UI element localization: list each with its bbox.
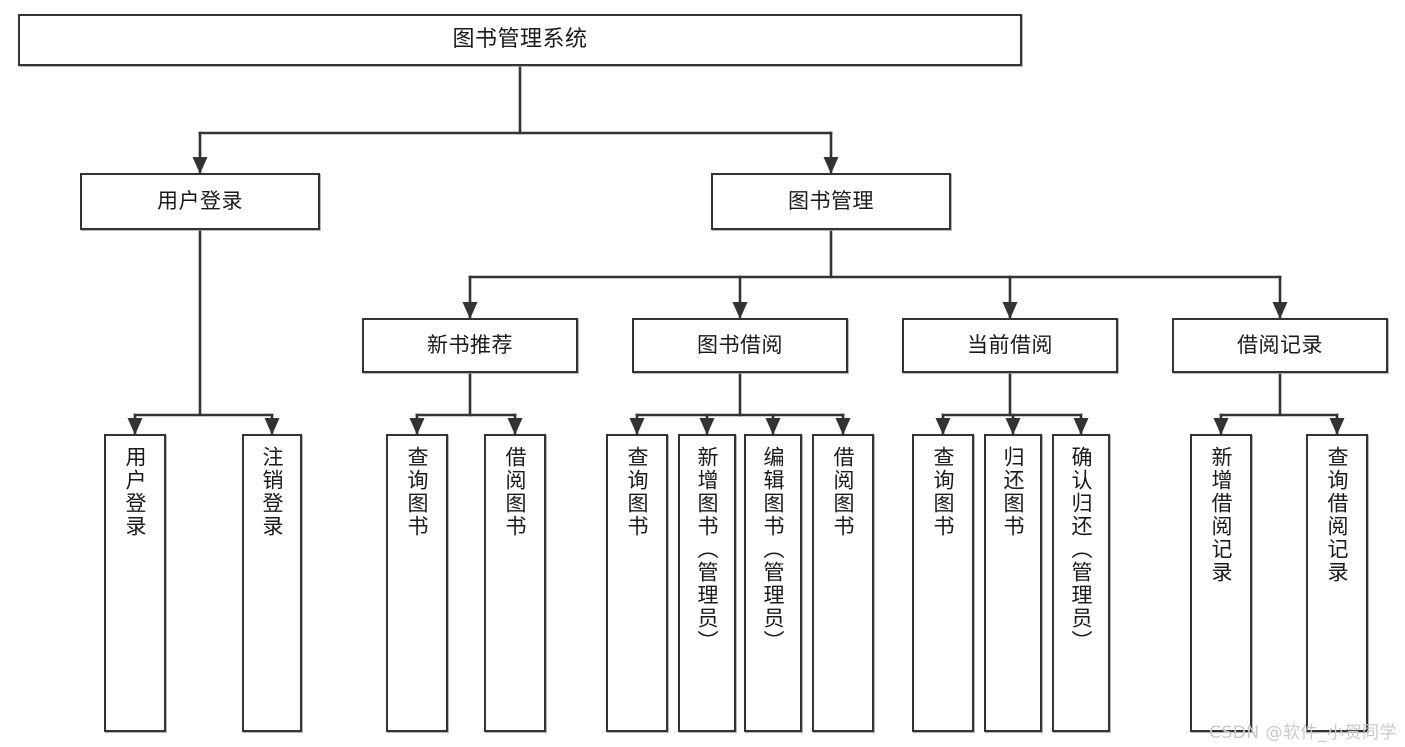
connector-arrowhead bbox=[1329, 418, 1345, 435]
connector-arrowhead bbox=[629, 418, 645, 435]
node-label: 当前借阅 bbox=[967, 333, 1053, 358]
node-label: 新增图书（管理员） bbox=[695, 446, 720, 653]
connector-arrowhead bbox=[127, 418, 143, 435]
node-label: 归还图书 bbox=[1001, 446, 1026, 538]
node-label: 新书推荐 bbox=[427, 333, 513, 358]
node-login[interactable]: 用户登录 bbox=[80, 173, 320, 230]
node-label: 查询图书 bbox=[625, 446, 650, 538]
connector-arrowhead bbox=[1073, 418, 1089, 435]
node-label: 新增借阅记录 bbox=[1209, 446, 1234, 584]
node-leaf-user-logout[interactable]: 注销登录 bbox=[242, 434, 302, 732]
node-label: 确认归还（管理员） bbox=[1069, 446, 1094, 653]
connector-arrowhead bbox=[823, 157, 839, 174]
node-current[interactable]: 当前借阅 bbox=[902, 318, 1118, 373]
node-leaf-rec-add[interactable]: 新增借阅记录 bbox=[1190, 434, 1252, 732]
node-leaf-nb-query[interactable]: 查询图书 bbox=[386, 434, 448, 732]
connector-arrowhead bbox=[935, 418, 951, 435]
node-label: 用户登录 bbox=[157, 189, 243, 214]
connector-arrowhead bbox=[732, 302, 748, 319]
node-leaf-bw-edit[interactable]: 编辑图书（管理员） bbox=[744, 434, 802, 732]
node-label: 图书管理 bbox=[788, 189, 874, 214]
node-label: 查询图书 bbox=[931, 446, 956, 538]
connector-arrowhead bbox=[1272, 302, 1288, 319]
connector-arrowhead bbox=[462, 302, 478, 319]
node-leaf-user-login[interactable]: 用户登录 bbox=[104, 434, 166, 732]
connector-arrowhead bbox=[409, 418, 425, 435]
node-leaf-cur-return[interactable]: 归还图书 bbox=[984, 434, 1042, 732]
connector-arrowhead bbox=[1213, 418, 1229, 435]
node-label: 借阅图书 bbox=[503, 446, 528, 538]
node-leaf-nb-borrow[interactable]: 借阅图书 bbox=[484, 434, 546, 732]
connector-arrowhead bbox=[765, 418, 781, 435]
node-label: 借阅记录 bbox=[1237, 333, 1323, 358]
node-label: 注销登录 bbox=[260, 446, 285, 538]
connector-arrowhead bbox=[835, 418, 851, 435]
connector-arrowhead bbox=[1005, 418, 1021, 435]
node-leaf-bw-add[interactable]: 新增图书（管理员） bbox=[678, 434, 736, 732]
node-leaf-bw-lend[interactable]: 借阅图书 bbox=[812, 434, 874, 732]
node-label: 图书管理系统 bbox=[452, 27, 588, 53]
node-records[interactable]: 借阅记录 bbox=[1172, 318, 1388, 373]
node-label: 图书借阅 bbox=[697, 333, 783, 358]
connector-arrowhead bbox=[507, 418, 523, 435]
node-root[interactable]: 图书管理系统 bbox=[18, 14, 1022, 66]
watermark-text: CSDN @软件_小贺同学 bbox=[1209, 723, 1397, 743]
node-leaf-cur-confirm[interactable]: 确认归还（管理员） bbox=[1052, 434, 1110, 732]
node-newbook[interactable]: 新书推荐 bbox=[362, 318, 578, 373]
node-leaf-cur-query[interactable]: 查询图书 bbox=[912, 434, 974, 732]
node-leaf-rec-query[interactable]: 查询借阅记录 bbox=[1306, 434, 1368, 732]
connector-arrowhead bbox=[699, 418, 715, 435]
node-label: 查询图书 bbox=[405, 446, 430, 538]
connector-arrowhead bbox=[1002, 302, 1018, 319]
node-label: 查询借阅记录 bbox=[1325, 446, 1350, 584]
node-bookmgmt[interactable]: 图书管理 bbox=[711, 173, 951, 230]
node-borrow[interactable]: 图书借阅 bbox=[632, 318, 848, 373]
connector-arrowhead bbox=[264, 418, 280, 435]
connector-arrowhead bbox=[192, 157, 208, 174]
node-label: 编辑图书（管理员） bbox=[761, 446, 786, 653]
node-leaf-bw-query[interactable]: 查询图书 bbox=[606, 434, 668, 732]
node-label: 借阅图书 bbox=[831, 446, 856, 538]
node-label: 用户登录 bbox=[123, 446, 148, 538]
